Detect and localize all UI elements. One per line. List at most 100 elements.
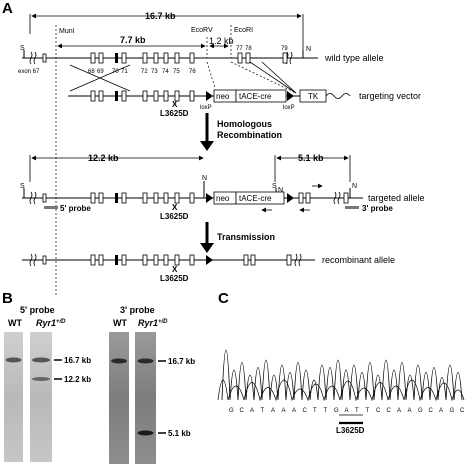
exon-75: 75 [173,69,180,75]
recombinant-allele-map [22,253,315,267]
sequence-base: A [397,408,401,414]
exon-67-label: exon 67 [18,69,40,75]
sequence-base: A [408,408,412,414]
blot-3-lane-wt [109,332,129,464]
sequence-base: T [313,408,317,414]
targeted-allele-label: targeted allele [368,193,425,203]
size-label-16kb: 16.7 kb [145,11,176,21]
band-mut-16kb-3p [137,358,154,364]
blot-3-band-5kb: 5.1 kb [168,429,191,438]
exon-79: 79 [281,46,288,52]
targeting-vector-map [68,89,351,103]
sequence-base: G [450,408,455,414]
sequence-base: A [345,408,349,414]
transmission-arrowhead [200,243,214,253]
sequence-base: C [460,408,465,414]
band-mut-16kb-5p [32,357,50,363]
mutation-x-2: X [172,203,178,212]
exon-69: 69 [97,69,104,75]
sequence-base: G [334,408,339,414]
sequence-base: C [240,408,245,414]
sequence-base: C [303,408,308,414]
band-mut-12kb-5p [32,377,50,381]
sequence-base: T [366,408,370,414]
band-wt-16kb-5p [5,357,22,363]
crossover-lines [69,61,297,94]
size-label-7kb: 7.7 kb [120,35,146,45]
exon-70: 70 [112,69,119,75]
probe-3-label: 3' probe [362,204,393,213]
mutation-label-2: L3625D [160,212,189,221]
mutation-label-3: L3625D [160,274,189,283]
site-n-targeted-3: N [352,183,357,190]
exon-77: 77 [236,46,243,52]
enzyme-ecori: EcoRI [234,27,253,34]
sequence-base: A [292,408,296,414]
mutation-x-3: X [172,265,178,274]
mutation-x-1: X [172,100,178,109]
loxp-1: loxP [200,105,212,111]
size-label-1kb: 1.2 kb [209,36,234,46]
sequence-base: C [376,408,381,414]
exon-78: 78 [245,46,252,52]
wild-type-allele-map [22,50,318,65]
site-n-targeted-2: N [278,187,283,194]
site-s-targeted: S [20,183,25,190]
sequence-base: A [282,408,286,414]
recombination-arrowhead [200,141,214,151]
chromatogram-trace [217,349,465,402]
site-n-wt: N [306,46,311,53]
blot-5-band-12kb: 12.2 kb [64,375,91,384]
size-label-5kb: 5.1 kb [298,153,324,163]
enzyme-muni: MunI [59,28,75,35]
loxp-2: loxP [283,105,295,111]
sequence-base: C [429,408,434,414]
panel-label-b: B [2,290,13,307]
blot-3-title: 3' probe [120,305,155,315]
sequence-base: G [418,408,423,414]
ace-cre-box: tACE-cre [239,92,272,101]
targeting-vector-label: targeting vector [359,91,421,101]
blot-3-mutant-label: Ryr1+/D [138,318,168,328]
band-mut-5kb-3p [137,430,154,436]
site-s-wt: S [20,45,25,52]
recombination-label: Recombination [217,130,282,140]
blot-5-mutant-label: Ryr1+/D [36,318,66,328]
recombinant-label: recombinant allele [322,255,395,265]
mutation-label-1: L3625D [160,109,189,118]
enzyme-ecorv: EcoRV [191,27,213,34]
band-wt-16kb-3p [111,358,127,364]
blot-5-band-16kb: 16.7 kb [64,356,91,365]
sequence-base: T [261,408,265,414]
wild-type-label: wild type allele [324,53,384,63]
tk-box: TK [308,92,319,101]
sequence-base: T [355,408,359,414]
neo-box-2: neo [216,194,230,203]
blot-3-lane-mutant [135,332,156,464]
site-n-targeted-1: N [202,175,207,182]
site-s-targeted-2: S [272,183,277,190]
panel-label-c: C [218,290,229,307]
panel-label-a: A [2,0,13,17]
blot-5-title: 5' probe [20,305,55,315]
homologous-label: Homologous [217,119,272,129]
blot-5-wt-label: WT [8,318,22,328]
exon-76: 76 [189,69,196,75]
sequence-base: A [250,408,254,414]
sequence-base: A [271,408,275,414]
exon-74: 74 [162,69,169,75]
probe-5-label: 5' probe [60,204,91,213]
exon-71: 71 [121,69,128,75]
ace-cre-box-2: tACE-cre [239,194,272,203]
size-label-12kb: 12.2 kb [88,153,119,163]
blot-5-lane-mutant [30,332,52,462]
sequence-base: G [229,408,234,414]
blot-5-lane-wt [4,332,23,462]
sequence-mutation-label: L3625D [336,426,365,435]
sequence-base: A [439,408,443,414]
neo-box: neo [216,92,230,101]
blot-3-wt-label: WT [113,318,127,328]
sequence-base: T [324,408,328,414]
